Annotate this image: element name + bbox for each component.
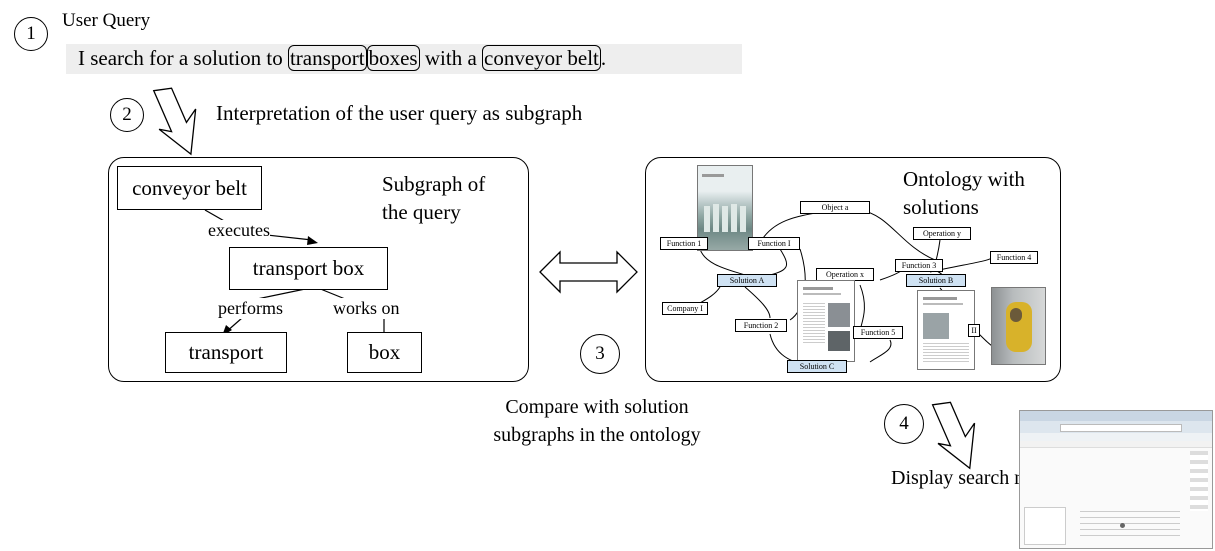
panel-title-line: Ontology with	[903, 167, 1025, 191]
step-2-label: Interpretation of the user query as subg…	[216, 101, 583, 125]
ontology-node-operation-y: Operation y	[913, 227, 971, 240]
ontology-node-function-5: Function 5	[853, 326, 903, 339]
edge-line	[699, 248, 746, 276]
step-number: 1	[26, 23, 36, 44]
ontology-node-solution-c: Solution C	[787, 360, 847, 373]
node-box: box	[347, 332, 422, 373]
document-thumbnail-icon	[697, 165, 753, 251]
step-number: 3	[595, 343, 605, 364]
edge-line	[769, 248, 788, 276]
user-query-bar	[66, 44, 742, 74]
ontology-node-company-i: Company I	[662, 302, 708, 315]
step-3-circle: 3	[580, 334, 620, 374]
ontology-node-function-1: Function 1	[660, 237, 708, 250]
ontology-node-function-i: Function I	[748, 237, 800, 250]
step-3-label: Compare with solution subgraphs in the o…	[462, 393, 732, 449]
query-subgraph-title: Subgraph of the query	[382, 170, 485, 226]
keyword-transport: transport	[287, 45, 367, 71]
screenshot-thumbnail-icon	[1019, 410, 1213, 549]
node-conveyor-belt: conveyor belt	[117, 166, 262, 210]
edge-line	[744, 286, 771, 319]
document-thumbnail-icon	[917, 290, 975, 370]
edge-label-executes: executes	[208, 220, 270, 241]
edge-label-performs: performs	[218, 298, 283, 319]
ontology-node-function-4: Function 4	[990, 251, 1038, 264]
query-text-part: .	[600, 46, 607, 70]
step-2-circle: 2	[110, 98, 144, 132]
step-3-label-line: Compare with solution	[505, 396, 689, 418]
step-1-circle: 1	[14, 17, 48, 51]
user-query-title: User Query	[62, 10, 151, 31]
keyword-conveyor-belt: conveyor belt	[482, 45, 601, 71]
edge-line	[869, 339, 892, 363]
ontology-node-ii: II	[968, 324, 980, 337]
ontology-node-function-2: Function 2	[735, 319, 787, 332]
down-arrow-icon	[931, 401, 976, 470]
step-4-circle: 4	[884, 404, 924, 444]
down-arrow-icon	[152, 87, 197, 156]
step-number: 2	[122, 104, 132, 125]
query-text-part: with a	[419, 46, 483, 70]
double-arrow-icon	[539, 250, 638, 294]
query-text-part: I search for a solution to	[78, 46, 288, 70]
panel-title-line: solutions	[903, 195, 979, 219]
edge-line	[699, 286, 721, 304]
keyword-boxes: boxes	[366, 45, 420, 71]
step-number: 4	[899, 413, 909, 434]
ontology-node-function-3: Function 3	[895, 259, 943, 272]
ontology-node-solution-b: Solution B	[906, 274, 966, 287]
ontology-title: Ontology with solutions	[903, 165, 1025, 221]
edge-line	[859, 284, 865, 333]
document-thumbnail-icon	[991, 287, 1046, 365]
step-3-label-line: subgraphs in the ontology	[493, 424, 701, 446]
panel-title-line: the query	[382, 200, 461, 224]
panel-title-line: Subgraph of	[382, 172, 486, 196]
ontology-node-solution-a: Solution A	[717, 274, 777, 287]
node-transport: transport	[165, 332, 287, 373]
ontology-node-object-a: Object a	[800, 201, 870, 214]
arrowhead-icon	[307, 236, 318, 245]
document-thumbnail-icon	[797, 280, 855, 362]
node-transport-box: transport box	[229, 247, 388, 290]
edge-label-works-on: works on	[333, 298, 400, 319]
